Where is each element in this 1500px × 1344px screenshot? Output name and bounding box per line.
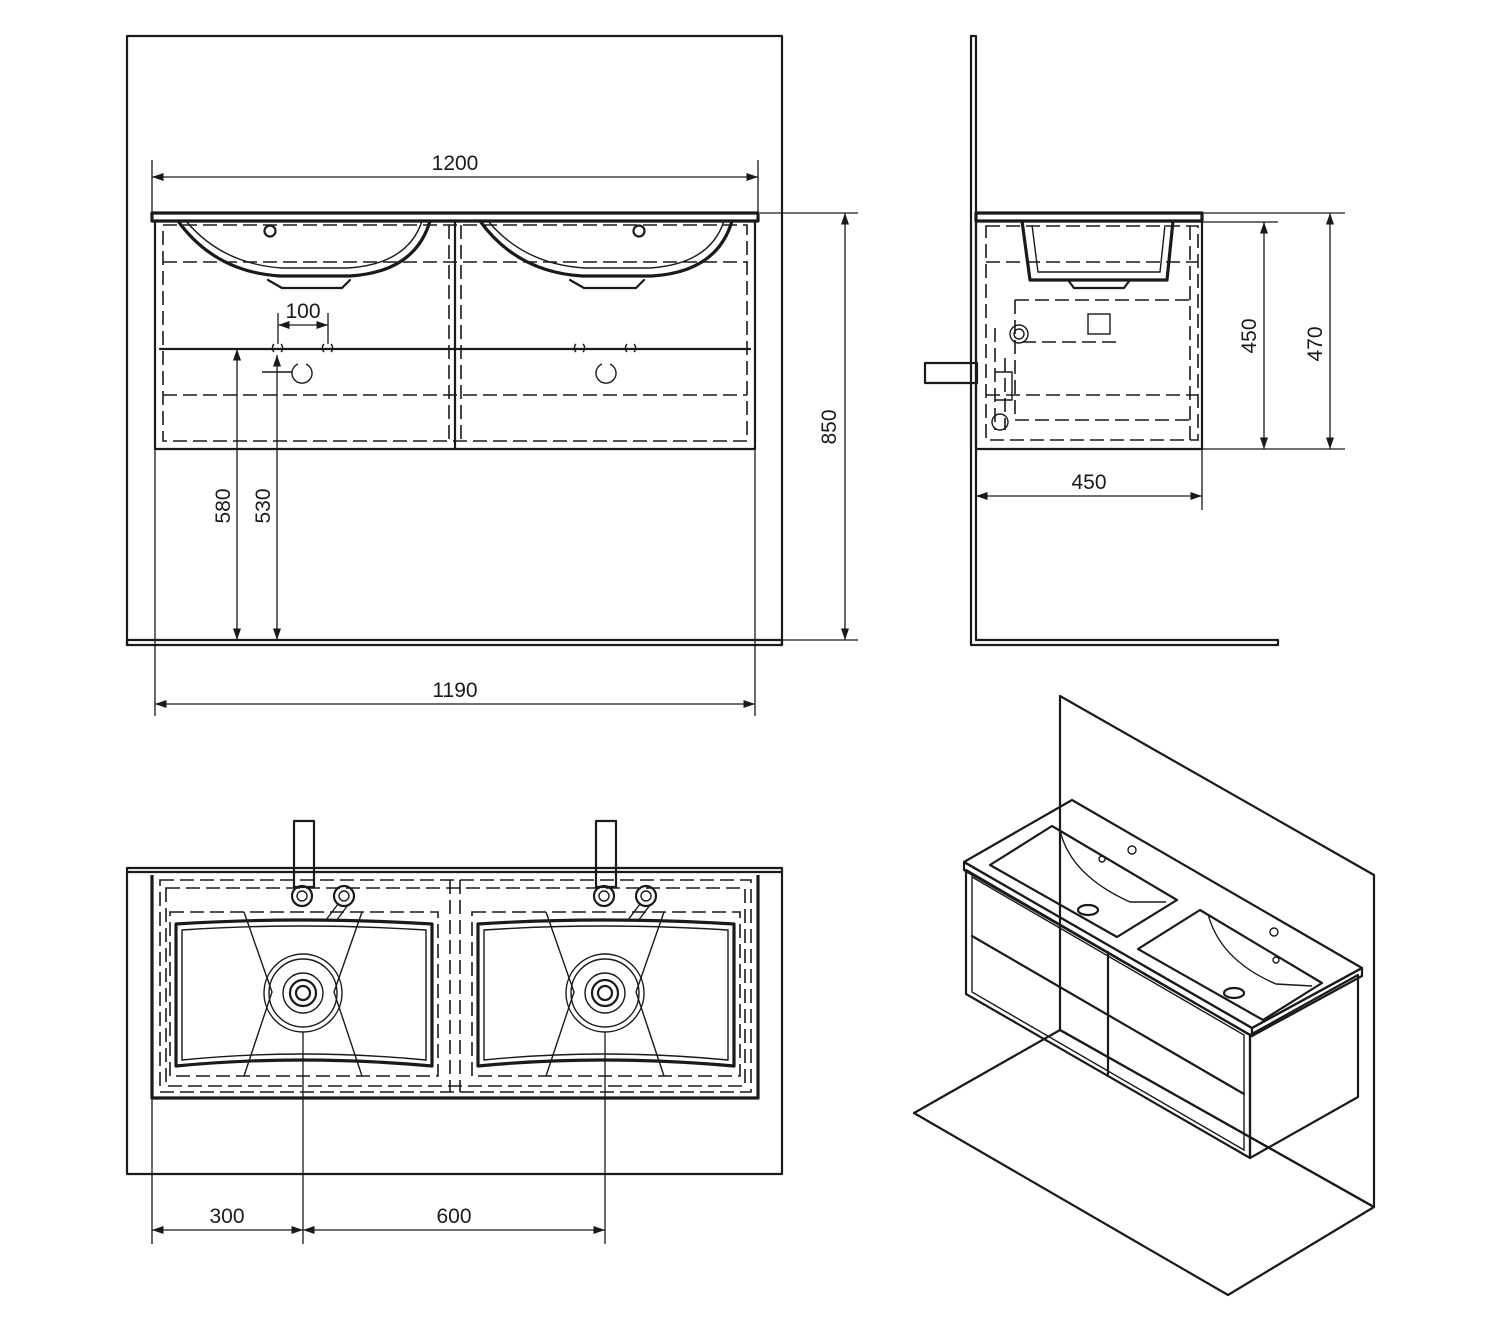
dimension-label-600: 600 [436, 1205, 471, 1228]
side-wall [969, 34, 1280, 647]
drain-left [266, 278, 352, 290]
dimension-label-450-height: 450 [1238, 318, 1261, 353]
dimension-label-470: 470 [1304, 326, 1327, 361]
dimension-height-lower-hole: 530 [252, 355, 282, 640]
dimension-label-1200: 1200 [432, 152, 479, 175]
waste-outlet-left [262, 363, 313, 384]
isometric-view [912, 694, 1376, 1297]
dimension-label-580: 580 [212, 488, 235, 523]
floor [125, 638, 784, 647]
hidden-line [985, 225, 1199, 441]
side-drain [1066, 278, 1132, 290]
front-view: 1200 1190 850 580 530 [125, 34, 858, 716]
top-basin-left [169, 911, 439, 1077]
siphon [991, 299, 1190, 431]
basin-right-inner [487, 220, 725, 269]
iso-cabinet-front-inner [971, 875, 1245, 1152]
basin-left-profile [176, 220, 432, 278]
wall-outline [125, 34, 784, 647]
iso-cabinet-side [1248, 973, 1360, 1160]
side-cabinet [974, 219, 1204, 451]
drain-right [568, 278, 646, 290]
basin-right-profile [478, 220, 734, 278]
top-pipe-left [290, 819, 356, 922]
dimension-side-depth: 450 [976, 449, 1203, 510]
side-basin-inner [1031, 224, 1166, 273]
dimension-label-100: 100 [285, 300, 320, 323]
waste-outlet-right [595, 363, 617, 384]
iso-floor [912, 1028, 1376, 1297]
side-view: 450 470 450 [923, 34, 1345, 647]
dimension-hole-spacing: 100 [277, 300, 329, 344]
top-countertop [150, 875, 760, 1100]
dimension-label-1190: 1190 [432, 679, 477, 702]
hidden-line [159, 879, 752, 1093]
dimension-height-total: 850 [760, 212, 858, 641]
basin-left-inner [185, 220, 423, 269]
dimension-label-450-depth: 450 [1071, 471, 1106, 494]
iso-cabinet-divider-horizontal [970, 934, 1246, 1096]
iso-basin-right [1136, 908, 1324, 1022]
dimension-height-upper-hole: 580 [212, 349, 242, 640]
faucet-hole-left [263, 224, 277, 238]
top-wall [125, 866, 784, 1176]
dimension-width-cabinet: 1190 [154, 450, 756, 716]
side-basin [1020, 220, 1175, 282]
top-pipe-right [592, 819, 658, 922]
cabinet-hidden-outline [162, 224, 748, 442]
dimension-label-530: 530 [252, 488, 275, 523]
dimension-basin-spacing: 600 [303, 1032, 606, 1244]
dimension-label-850: 850 [818, 409, 841, 444]
water-supply-right [573, 343, 637, 353]
water-supply-left [271, 343, 334, 353]
top-basin-right [471, 911, 741, 1077]
top-view: 300 600 [125, 819, 784, 1244]
countertop [150, 211, 760, 223]
faucet-hole-right [632, 224, 646, 238]
dimension-width-top: 1200 [151, 152, 759, 212]
dimension-label-300: 300 [209, 1205, 244, 1228]
dimension-side-cabinet-height: 450 [1175, 221, 1345, 450]
dimension-side-overall-height: 470 [1202, 212, 1345, 449]
side-pipe [923, 361, 979, 385]
side-countertop [974, 211, 1204, 223]
hidden-line [165, 887, 746, 1087]
dimension-basin-offset: 300 [151, 1032, 304, 1244]
iso-basin-left [988, 824, 1179, 939]
